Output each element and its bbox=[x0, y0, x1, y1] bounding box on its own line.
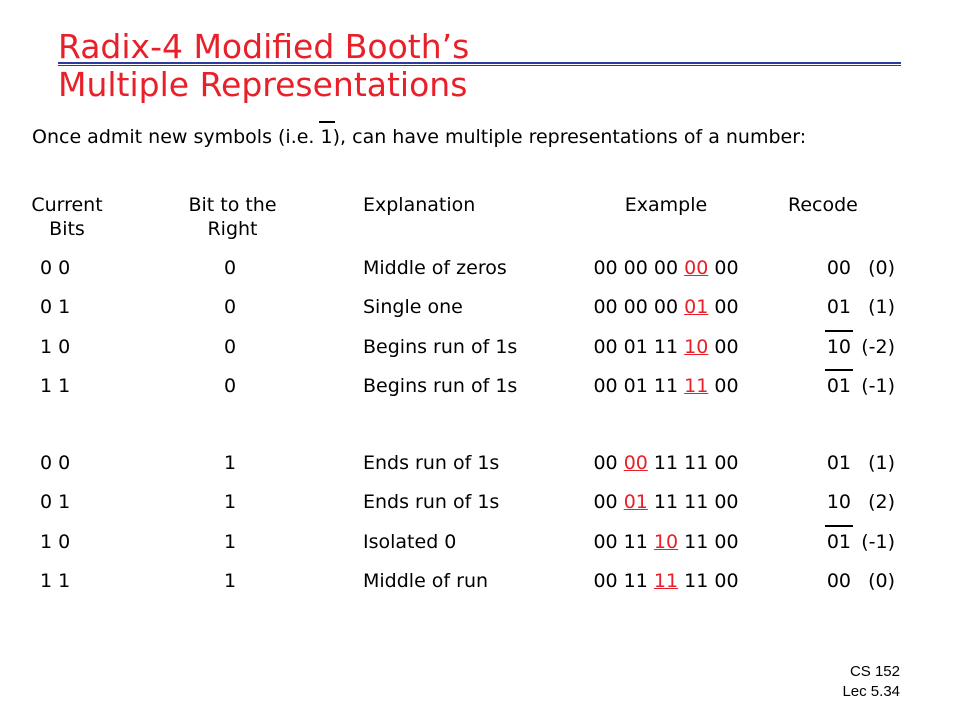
explanation-cell: Single one bbox=[363, 296, 463, 318]
bit-right-cell: 1 bbox=[223, 570, 237, 592]
recode-cell: 01 (1) bbox=[795, 295, 895, 319]
recode-cell: 01 (-1) bbox=[795, 525, 895, 554]
example-highlight: 10 bbox=[684, 336, 709, 358]
example-suffix: 00 bbox=[708, 375, 739, 397]
example-highlight: 01 bbox=[623, 491, 648, 513]
bit-right-cell: 1 bbox=[223, 491, 237, 513]
title-line-1: Radix-4 Modified Booth’s bbox=[58, 27, 470, 66]
bit-right-cell: 0 bbox=[223, 257, 237, 279]
header-bit-right: Bit to the Right bbox=[188, 194, 277, 240]
example-prefix: 00 00 00 bbox=[593, 296, 685, 318]
recode-cell: 01 (1) bbox=[795, 451, 895, 475]
bit-right-cell: 0 bbox=[223, 375, 237, 397]
header-example: Example bbox=[624, 194, 708, 216]
current-bits-cell: 1 0 bbox=[40, 336, 71, 358]
example-prefix: 00 11 bbox=[593, 570, 654, 592]
example-prefix: 00 bbox=[593, 491, 624, 513]
title-line-2: Multiple Representations bbox=[58, 65, 468, 104]
example-prefix: 00 00 00 bbox=[593, 257, 685, 279]
example-suffix: 11 11 00 bbox=[647, 491, 739, 513]
current-bits-cell: 1 0 bbox=[40, 531, 71, 553]
example-suffix: 00 bbox=[708, 257, 739, 279]
recode-digits: 01 bbox=[824, 369, 854, 397]
example-prefix: 00 01 11 bbox=[593, 336, 685, 358]
intro-before: Once admit new symbols (i.e. bbox=[32, 126, 321, 148]
example-highlight: 10 bbox=[653, 531, 679, 553]
recode-cell: 00 (0) bbox=[795, 569, 895, 593]
footer-course: CS 152 bbox=[849, 663, 900, 680]
example-cell: 00 01 11 11 00 bbox=[566, 374, 766, 398]
example-suffix: 00 bbox=[708, 336, 739, 358]
example-highlight: 01 bbox=[684, 296, 709, 318]
example-cell: 00 01 11 10 00 bbox=[566, 335, 766, 359]
intro-symbol: 1 bbox=[318, 121, 335, 148]
bit-right-cell: 1 bbox=[223, 452, 237, 474]
recode-digits: 00 bbox=[826, 257, 851, 279]
recode-value: (1) bbox=[868, 452, 895, 474]
footer: CS 152 Lec 5.34 bbox=[842, 662, 900, 702]
current-bits-cell: 1 1 bbox=[40, 375, 71, 397]
recode-digits: 10 bbox=[826, 491, 851, 513]
current-bits-cell: 0 1 bbox=[40, 491, 71, 513]
bit-right-cell: 0 bbox=[223, 336, 237, 358]
bit-right-cell: 1 bbox=[223, 531, 237, 553]
example-highlight: 00 bbox=[623, 452, 648, 474]
header-recode: Recode bbox=[788, 194, 858, 216]
example-prefix: 00 bbox=[593, 452, 624, 474]
recode-value: (-1) bbox=[861, 375, 895, 397]
current-bits-cell: 0 1 bbox=[40, 296, 71, 318]
bit-right-cell: 0 bbox=[223, 296, 237, 318]
recode-cell: 10 (2) bbox=[795, 490, 895, 514]
recode-value: (1) bbox=[868, 296, 895, 318]
header-current-bits: Current Bits bbox=[31, 194, 103, 240]
recode-value: (-2) bbox=[861, 336, 895, 358]
example-cell: 00 00 00 01 00 bbox=[566, 295, 766, 319]
header-explanation: Explanation bbox=[363, 194, 476, 216]
recode-digits: 01 bbox=[824, 525, 854, 553]
recode-digits: 01 bbox=[826, 452, 851, 474]
example-cell: 00 00 11 11 00 bbox=[566, 451, 766, 475]
recode-cell: 00 (0) bbox=[795, 256, 895, 280]
recode-cell: 01 (-1) bbox=[795, 369, 895, 398]
example-suffix: 11 00 bbox=[678, 531, 739, 553]
example-cell: 00 00 00 00 00 bbox=[566, 256, 766, 280]
example-highlight: 11 bbox=[684, 375, 709, 397]
recode-cell: 10 (-2) bbox=[795, 330, 895, 359]
explanation-cell: Middle of zeros bbox=[363, 257, 507, 279]
example-prefix: 00 01 11 bbox=[593, 375, 685, 397]
title-rule bbox=[58, 62, 901, 64]
intro-text: Once admit new symbols (i.e. 1), can hav… bbox=[32, 121, 807, 148]
slide-title: Radix-4 Modified Booth’s Multiple Repres… bbox=[58, 28, 469, 104]
recode-value: (0) bbox=[868, 570, 895, 592]
example-cell: 00 01 11 11 00 bbox=[566, 490, 766, 514]
recode-value: (0) bbox=[868, 257, 895, 279]
example-highlight: 00 bbox=[684, 257, 709, 279]
recode-digits: 01 bbox=[826, 296, 851, 318]
current-bits-cell: 0 0 bbox=[40, 257, 71, 279]
current-bits-cell: 0 0 bbox=[40, 452, 71, 474]
recode-digits: 00 bbox=[826, 570, 851, 592]
explanation-cell: Isolated 0 bbox=[363, 531, 457, 553]
example-prefix: 00 11 bbox=[593, 531, 654, 553]
footer-lecture: Lec 5.34 bbox=[842, 683, 900, 700]
explanation-cell: Middle of run bbox=[363, 570, 489, 592]
explanation-cell: Ends run of 1s bbox=[363, 452, 500, 474]
example-suffix: 00 bbox=[708, 296, 739, 318]
explanation-cell: Begins run of 1s bbox=[363, 336, 518, 358]
title-rule-thin bbox=[58, 65, 901, 66]
explanation-cell: Begins run of 1s bbox=[363, 375, 518, 397]
example-suffix: 11 11 00 bbox=[647, 452, 739, 474]
example-highlight: 11 bbox=[653, 570, 679, 592]
explanation-cell: Ends run of 1s bbox=[363, 491, 500, 513]
intro-after: ), can have multiple representations of … bbox=[332, 126, 807, 148]
recode-digits: 10 bbox=[824, 330, 854, 358]
recode-value: (2) bbox=[868, 491, 895, 513]
recode-value: (-1) bbox=[861, 531, 895, 553]
example-cell: 00 11 10 11 00 bbox=[566, 530, 766, 554]
example-suffix: 11 00 bbox=[678, 570, 739, 592]
example-cell: 00 11 11 11 00 bbox=[566, 569, 766, 593]
current-bits-cell: 1 1 bbox=[40, 570, 71, 592]
